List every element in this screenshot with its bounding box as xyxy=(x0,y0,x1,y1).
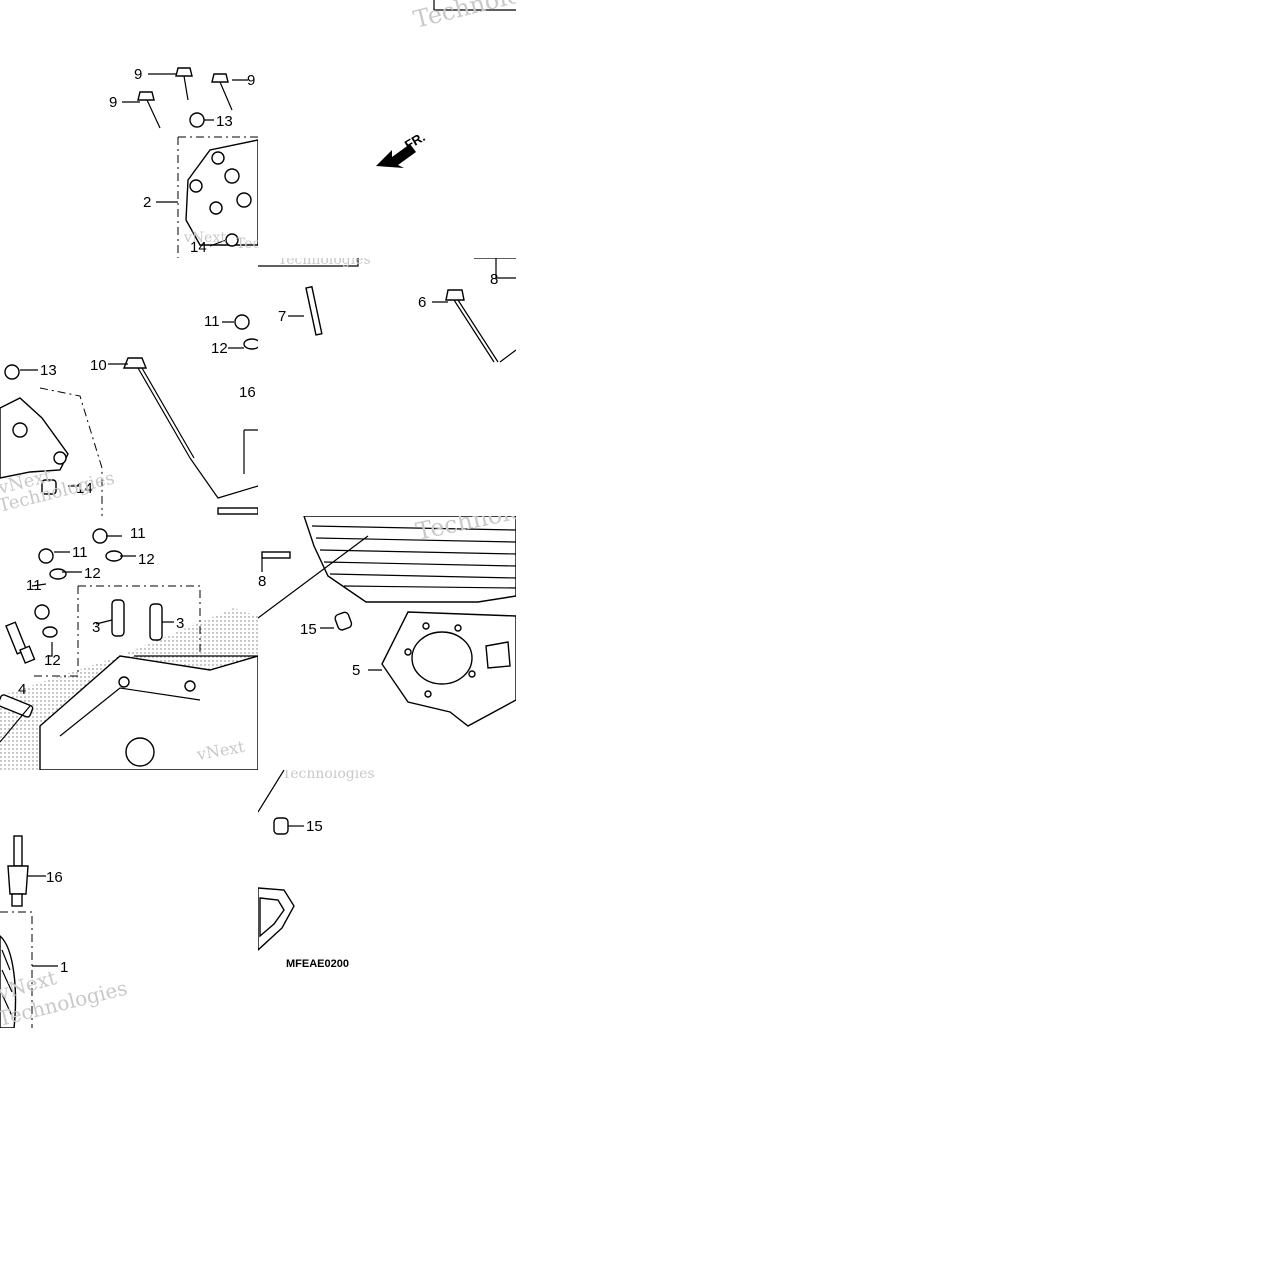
callout-7: 7 xyxy=(278,308,286,325)
tile-head-bolts: 7 6 8 Technologies xyxy=(258,258,516,516)
callout-13: 13 xyxy=(216,113,233,130)
cylinder-head-gasket-part xyxy=(258,887,295,951)
callout-12: 12 xyxy=(44,652,61,669)
callout-9: 9 xyxy=(247,72,255,89)
nut-part xyxy=(234,314,250,330)
valve-guide-part xyxy=(149,603,163,641)
callout-8: 8 xyxy=(258,573,266,590)
valve-guide-part xyxy=(111,599,125,637)
washer-part xyxy=(42,626,58,638)
cylinder-part xyxy=(303,516,516,603)
nut-part xyxy=(92,528,108,544)
drawing-code: MFEAE0200 xyxy=(286,958,349,970)
callout-11: 11 xyxy=(130,525,146,542)
tile-cylinder-head: 11 12 11 12 11 12 3 3 4 vNext xyxy=(0,516,258,770)
dowel-pin-part xyxy=(334,611,353,631)
callout-10: 10 xyxy=(90,357,107,374)
callout-4: 4 xyxy=(18,681,26,698)
cylinder-part xyxy=(0,935,17,1028)
callout-1: 1 xyxy=(60,959,68,976)
plug-part xyxy=(0,694,34,718)
callout-11: 11 xyxy=(72,544,88,561)
callout-6: 6 xyxy=(418,294,426,311)
stud-bolt-part xyxy=(305,285,323,336)
nut-part xyxy=(4,364,20,380)
watermark-text: vNext xyxy=(183,230,226,246)
callout-15: 15 xyxy=(306,818,323,835)
watermark-text: Technologies xyxy=(278,258,371,268)
callout-3: 3 xyxy=(92,619,100,636)
washer-part xyxy=(243,338,258,350)
cylinder-head-part xyxy=(39,655,258,770)
callout-2: 2 xyxy=(143,194,151,211)
stud-bolt-part xyxy=(122,357,195,459)
bolt-part xyxy=(445,289,499,363)
callout-5: 5 xyxy=(352,662,360,679)
callout-14: 14 xyxy=(190,239,207,256)
watermark-text: Technologies xyxy=(282,770,375,782)
tile-gasket: 8 15 5 Technologies xyxy=(258,516,516,770)
tile-direction: FR. Technologies xyxy=(258,0,516,258)
callout-13: 13 xyxy=(40,362,57,379)
stud-bolt-part xyxy=(261,551,291,559)
callout-16: 16 xyxy=(239,384,256,401)
rocker-arm-holder-part xyxy=(0,397,69,479)
callout-15: 15 xyxy=(300,621,317,638)
callout-12: 12 xyxy=(138,551,155,568)
cylinder-head-gasket-part xyxy=(381,611,516,727)
watermark-text: Technologies xyxy=(411,0,516,34)
dowel-pin-part xyxy=(273,817,289,835)
callout-16: 16 xyxy=(46,869,63,886)
bolt-part xyxy=(137,67,233,129)
tile-drawing-code: 15 MFEAE0200 Technologies xyxy=(258,770,516,970)
callout-12: 12 xyxy=(211,340,228,357)
tile-front-rocker: 13 14 10 11 12 16 vNext Technologies xyxy=(0,258,258,516)
callout-11: 11 xyxy=(204,313,220,330)
callout-9: 9 xyxy=(134,66,142,83)
callout-3: 3 xyxy=(176,615,184,632)
washer-part xyxy=(49,568,67,580)
front-direction-arrow-icon xyxy=(376,144,416,168)
callout-11: 11 xyxy=(26,577,42,594)
watermark-text: Technologies xyxy=(236,236,258,252)
tile-cylinder: 16 1 vNext Technologies xyxy=(0,770,258,1028)
nut-part xyxy=(189,112,205,128)
callout-8: 8 xyxy=(490,271,498,288)
callout-12: 12 xyxy=(84,565,101,582)
callout-14: 14 xyxy=(76,480,93,497)
washer-part xyxy=(105,550,123,562)
nut-part xyxy=(38,548,54,564)
spark-plug-part xyxy=(5,621,36,664)
callout-9: 9 xyxy=(109,94,117,111)
rocker-arm-holder-part xyxy=(185,139,258,246)
dowel-pin-part xyxy=(41,479,57,495)
nut-part xyxy=(34,604,50,620)
spark-plug-part xyxy=(7,835,29,907)
stud-bolt-part xyxy=(217,507,258,515)
tile-rocker-holder: 9 9 9 13 2 14 vNext Technologies Technol… xyxy=(0,0,258,258)
